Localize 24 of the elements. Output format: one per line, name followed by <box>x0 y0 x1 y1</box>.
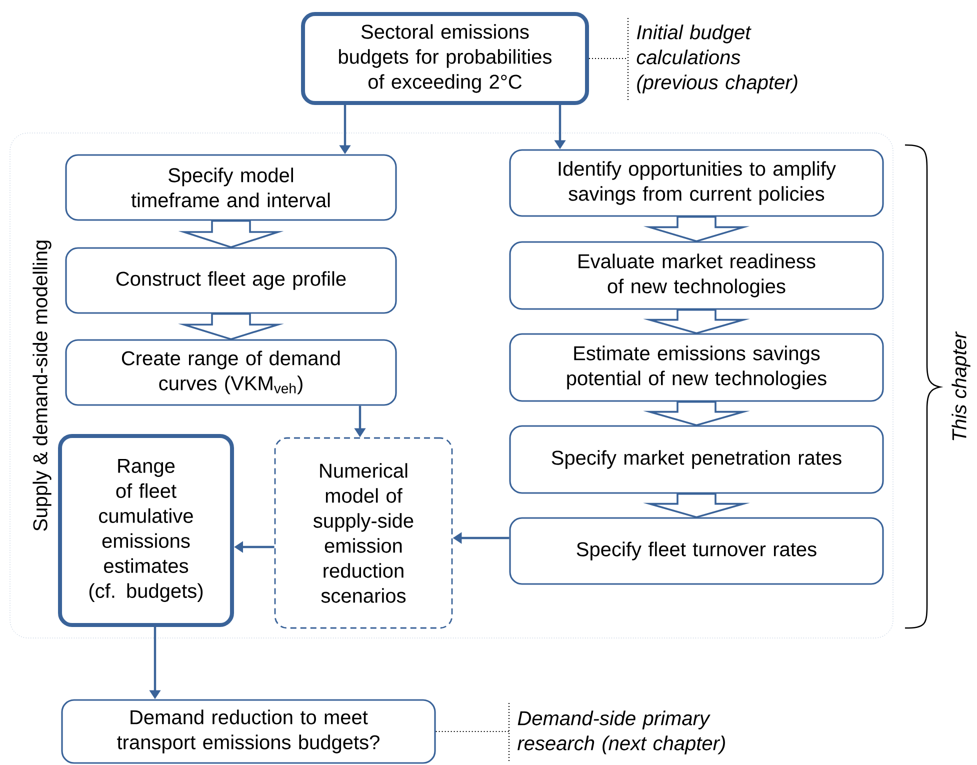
leader-line <box>588 58 628 59</box>
block-arrow <box>643 400 750 426</box>
block-arrow <box>643 216 750 242</box>
block-arrow <box>643 492 750 518</box>
process-box: Specify model timeframe and interval <box>65 154 397 221</box>
process-box: Specify fleet turnover rates <box>509 517 884 585</box>
group-label: Supply & demand-side modelling <box>32 240 52 531</box>
process-box: Create range of demand curves (VKM$_{veh}$) <box>65 339 397 406</box>
side-label: This chapter <box>952 331 970 440</box>
process-box: Evaluate market readiness of new technologies <box>509 241 884 310</box>
model-box: Numerical model of supply-side emission reduction scenarios <box>274 437 453 629</box>
block-arrow <box>643 308 750 334</box>
block-arrow <box>178 220 284 248</box>
process-box: Identify opportunities to amplify savings from current policies <box>509 149 884 217</box>
result-box: Range of fleet cumulative emissions estimates (cf. budgets) <box>58 434 234 627</box>
process-box: Specify market penetration rates <box>509 425 884 494</box>
leader-line <box>435 731 510 732</box>
process-box: Demand reduction to meet transport emissions budgets? <box>61 699 436 764</box>
note-text: Demand-side primary research (next chapter) <box>518 710 725 754</box>
note-text: Initial budget calculations (previous chapter) <box>636 24 798 94</box>
block-arrow <box>178 312 284 340</box>
process-box: Construct fleet age profile <box>65 247 397 314</box>
result-box: Sectoral emissions budgets for probabilities of exceeding 2°C <box>301 12 589 105</box>
process-box: Estimate emissions savings potential of new technologies <box>509 333 884 402</box>
